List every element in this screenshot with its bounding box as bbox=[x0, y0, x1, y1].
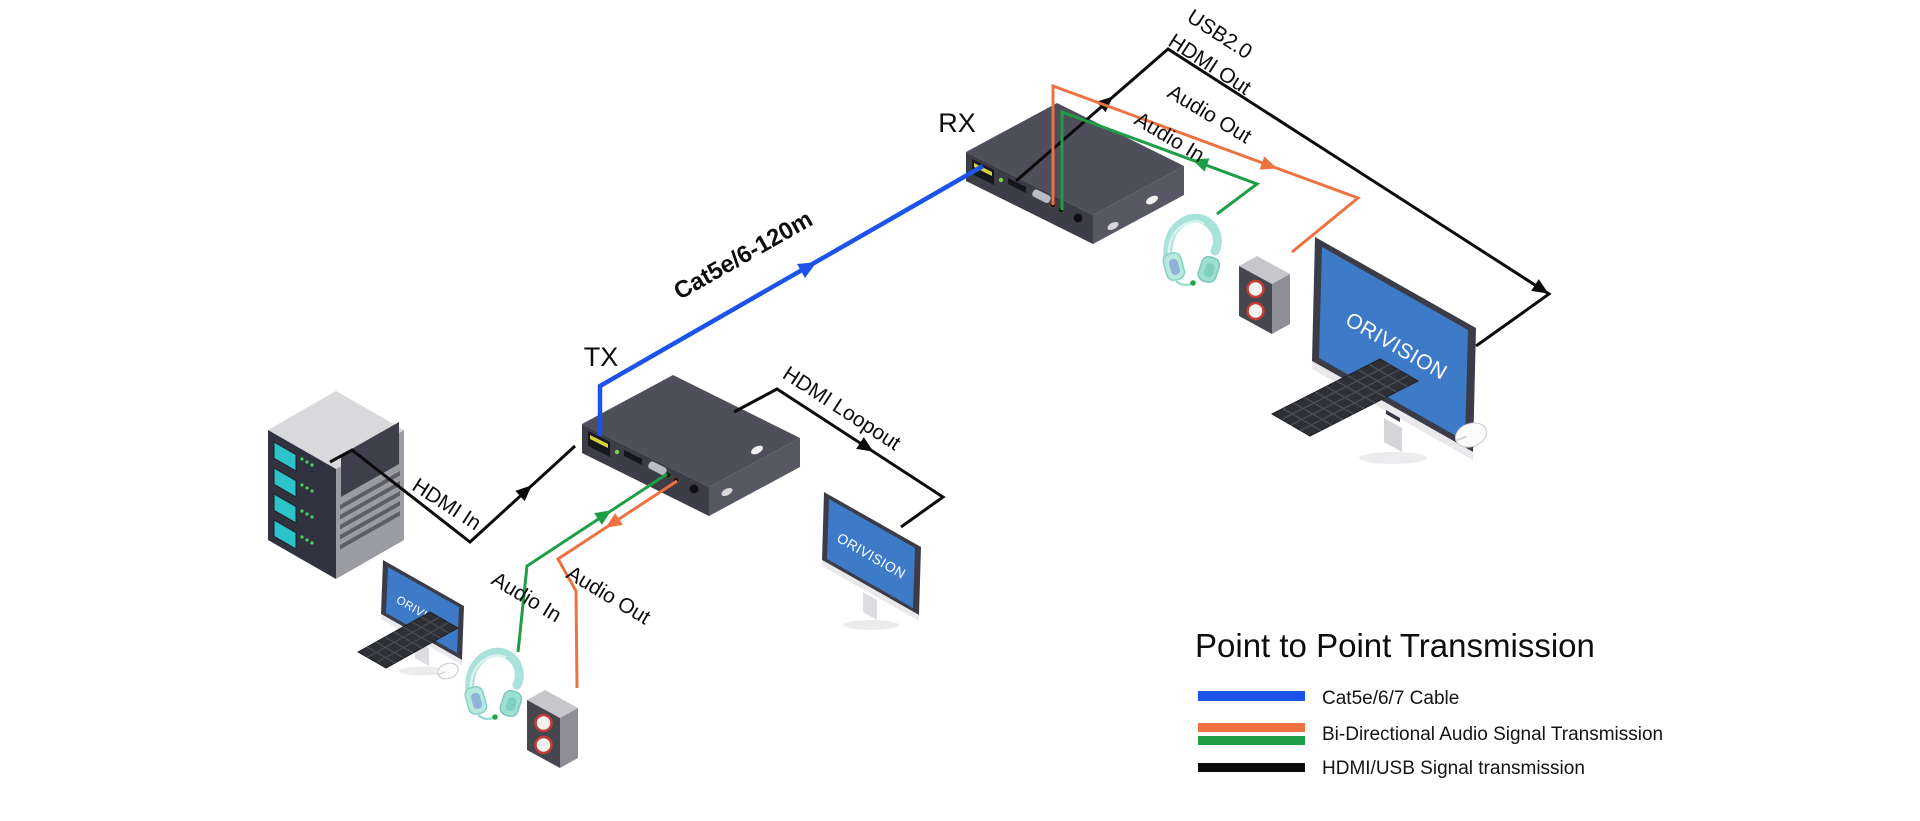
keyboard-left bbox=[356, 611, 460, 669]
label-tx: TX bbox=[584, 342, 619, 372]
headset-left bbox=[464, 652, 524, 720]
audio-out-left-arrow bbox=[605, 513, 623, 528]
tx-extender-device bbox=[582, 375, 800, 516]
audio-in-left-arrow bbox=[594, 510, 612, 525]
legend-item-audio: Bi-Directional Audio Signal Transmission bbox=[1322, 724, 1663, 745]
cat5-arrow bbox=[797, 262, 817, 278]
audio-out-left-line bbox=[556, 479, 678, 689]
audio-in-left-line bbox=[516, 472, 668, 653]
legend-swatch-audio-orange bbox=[1198, 723, 1305, 732]
speaker-right bbox=[1237, 254, 1292, 336]
legend-swatch-audio-green bbox=[1198, 736, 1305, 745]
monitor-right: ORIVISION bbox=[1312, 237, 1476, 464]
legend-title: Point to Point Transmission bbox=[1195, 627, 1595, 664]
audio-out-right-arrow bbox=[1259, 156, 1278, 170]
mouse-left bbox=[437, 662, 459, 680]
usb-hdmi-out-arrow-end bbox=[1531, 279, 1549, 294]
legend-item-cat5: Cat5e/6/7 Cable bbox=[1322, 688, 1459, 709]
keyboard-right bbox=[1270, 358, 1420, 437]
audio-in-right-arrow bbox=[1191, 158, 1210, 172]
headset-right bbox=[1162, 218, 1222, 286]
label-rx: RX bbox=[938, 108, 976, 138]
speaker-left bbox=[525, 688, 580, 770]
legend-swatch-signal bbox=[1198, 763, 1305, 772]
rx-extender-device bbox=[966, 103, 1184, 244]
mouse-right bbox=[1454, 422, 1488, 448]
legend-swatch-cat5 bbox=[1198, 691, 1305, 701]
monitor-middle: ORIVISION bbox=[822, 492, 921, 630]
audio-in-right-line bbox=[1060, 109, 1261, 216]
hdmi-loopout-arrow bbox=[856, 437, 874, 452]
server-drive-bays bbox=[273, 441, 314, 550]
legend: Point to Point Transmission Cat5e/6/7 Ca… bbox=[1195, 627, 1663, 779]
legend-item-signal: HDMI/USB Signal transmission bbox=[1322, 758, 1585, 779]
server-tower bbox=[268, 391, 404, 579]
hdmi-in-line bbox=[329, 444, 577, 544]
rx-ports bbox=[972, 159, 1083, 223]
label-cat5: Cat5e/6-120m bbox=[669, 206, 817, 306]
audio-out-right-line bbox=[1051, 83, 1361, 254]
tx-ports bbox=[588, 431, 699, 494]
hdmi-loopout-line bbox=[733, 387, 946, 529]
cat5-cable-line bbox=[597, 164, 985, 436]
hdmi-in-arrow bbox=[515, 485, 532, 502]
